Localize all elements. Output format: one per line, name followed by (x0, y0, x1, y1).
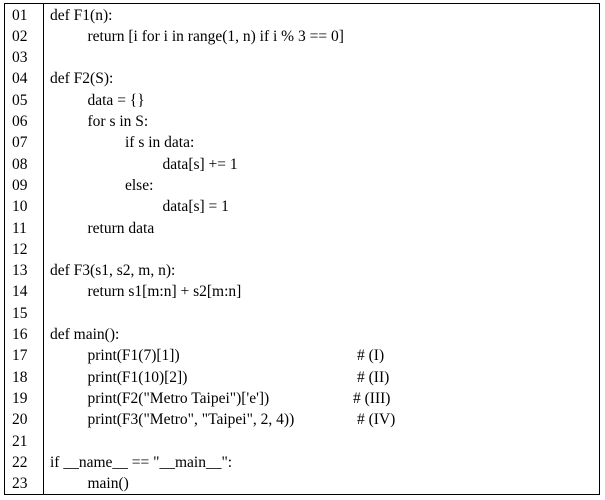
line-code: def F2(S): (50, 70, 114, 88)
line-code: data[s] = 1 (162, 198, 229, 216)
code-line: 14 return s1[m:n] + s2[m:n] (5, 281, 599, 302)
line-code: print(F1(10)[2]) (87, 368, 188, 386)
line-code: data[s] += 1 (162, 155, 238, 173)
code-line: 08 data[s] += 1 (5, 154, 599, 175)
line-code: print(F1(7)[1]) (87, 347, 180, 365)
line-number: 19 (12, 389, 28, 407)
line-code: return data (87, 219, 155, 237)
line-number: 20 (12, 411, 28, 429)
line-number: 08 (12, 155, 28, 173)
line-number: 03 (12, 49, 28, 67)
line-number: 10 (12, 198, 28, 216)
line-code: for s in S: (87, 113, 149, 130)
code-line: 18 print(F1(10)[2]) # (II) (5, 367, 599, 388)
line-code: def F3(s1, s2, m, n): (50, 262, 176, 280)
line-code: def main(): (50, 326, 120, 343)
line-code: print(F2("Metro Taipei")['e']) (87, 389, 270, 407)
line-code: if __name__ == "__main__": (50, 453, 233, 471)
line-number: 01 (12, 6, 28, 24)
line-number: 13 (12, 262, 28, 280)
line-code: return [i for i in range(1, n) if i % 3 … (87, 27, 344, 45)
code-line: 12 (5, 239, 599, 260)
line-comment: # (IV) (357, 411, 396, 429)
code-line: 06 for s in S: (5, 111, 599, 132)
line-comment: # (III) (353, 389, 391, 407)
line-number: 14 (12, 283, 28, 301)
line-code: def F1(n): (50, 6, 113, 24)
code-line: 17 print(F1(7)[1]) # (I) (5, 345, 599, 366)
code-line: 13 def F3(s1, s2, m, n): (5, 260, 599, 281)
line-number: 12 (12, 240, 28, 258)
line-number: 21 (12, 432, 28, 450)
line-code: main() (87, 475, 129, 493)
code-line: 09 else: (5, 175, 599, 196)
code-line: 10 data[s] = 1 (5, 196, 599, 217)
line-comment: # (I) (357, 347, 385, 365)
code-line: 19 print(F2("Metro Taipei")['e']) # (III) (5, 388, 599, 409)
code-line: 16 def main(): (5, 324, 599, 345)
line-code: if s in data: (125, 134, 195, 152)
line-number: 06 (12, 113, 28, 130)
line-number: 07 (12, 134, 28, 152)
line-code: return s1[m:n] + s2[m:n] (87, 283, 242, 301)
line-number-divider (43, 4, 44, 494)
code-line: 05 data = {} (5, 90, 599, 111)
code-line: 11 return data (5, 218, 599, 239)
code-line: 03 (5, 47, 599, 68)
line-number: 17 (12, 347, 28, 365)
code-line: 07 if s in data: (5, 132, 599, 153)
line-number: 09 (12, 176, 28, 194)
line-number: 02 (12, 27, 28, 45)
code-line: 15 (5, 303, 599, 324)
line-comment: # (II) (357, 368, 390, 386)
line-code: print(F3("Metro", "Taipei", 2, 4)) (87, 411, 295, 429)
line-number: 18 (12, 368, 28, 386)
code-line: 02 return [i for i in range(1, n) if i % … (5, 26, 599, 47)
code-line: 01 def F1(n): (5, 5, 599, 26)
line-number: 15 (12, 304, 28, 322)
line-number: 16 (12, 326, 28, 343)
code-line: 20 print(F3("Metro", "Taipei", 2, 4)) # (I… (5, 409, 599, 430)
code-line: 23 main() (5, 473, 599, 494)
code-listing: 01 def F1(n): 02 return [i for i in range(1… (4, 3, 600, 495)
line-number: 05 (12, 91, 28, 109)
code-line: 21 (5, 431, 599, 452)
line-number: 04 (12, 70, 28, 88)
line-number: 22 (12, 453, 28, 471)
line-number: 11 (12, 219, 27, 237)
code-line: 04 def F2(S): (5, 68, 599, 89)
code-line: 22 if __name__ == "__main__": (5, 452, 599, 473)
line-number: 23 (12, 475, 28, 493)
line-code: else: (125, 176, 154, 194)
line-code: data = {} (87, 91, 145, 109)
